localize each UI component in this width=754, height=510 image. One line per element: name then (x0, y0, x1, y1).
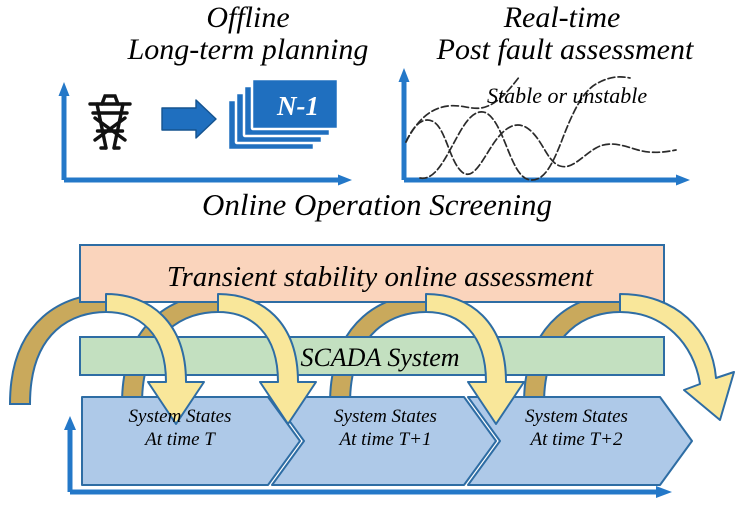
state-label-2-line1: System States (525, 406, 628, 427)
state-label-1: System States At time T+1 (303, 405, 468, 451)
scada-system-label: SCADA System (300, 343, 460, 372)
curve-stable (405, 119, 677, 175)
curve-unstable (419, 76, 631, 181)
state-label-0: System States At time T (105, 405, 255, 451)
diagram-title: Online Operation Screening (201, 187, 553, 222)
system-state-chevrons (81, 396, 693, 486)
stable-or-unstable-annotation: Stable or unstable (487, 83, 648, 108)
state-chevron-0[interactable] (81, 396, 301, 486)
n1-card-label: N-1 (277, 91, 319, 121)
realtime-axes (398, 68, 690, 186)
n1-card-stack (226, 77, 340, 152)
flow-arcs-front (105, 293, 735, 425)
state-chevron-1[interactable] (271, 396, 497, 486)
state-label-1-line2: At time T+1 (339, 429, 432, 451)
transmission-tower-icon (88, 94, 132, 150)
transient-assessment-label: Transient stability online assessment (166, 261, 594, 293)
state-label-2: System States At time T+2 (494, 405, 659, 451)
realtime-heading: Real-time (503, 1, 621, 34)
timeline-axis (64, 416, 672, 498)
realtime-subheading: Post fault assessment (436, 33, 694, 66)
response-curves (405, 75, 677, 181)
offline-subheading: Long-term planning (127, 33, 369, 66)
state-label-2-line2: At time T+2 (530, 429, 623, 451)
state-label-1-line1: System States (334, 406, 437, 427)
state-chevron-2[interactable] (467, 396, 693, 486)
state-label-0-line1: System States (128, 406, 232, 427)
right-arrow-icon (161, 99, 217, 139)
offline-heading: Offline (206, 1, 290, 34)
state-label-0-line2: At time T (145, 429, 215, 451)
transient-assessment-banner[interactable] (79, 244, 665, 303)
offline-axes (58, 82, 352, 186)
curve-rising (405, 75, 521, 143)
